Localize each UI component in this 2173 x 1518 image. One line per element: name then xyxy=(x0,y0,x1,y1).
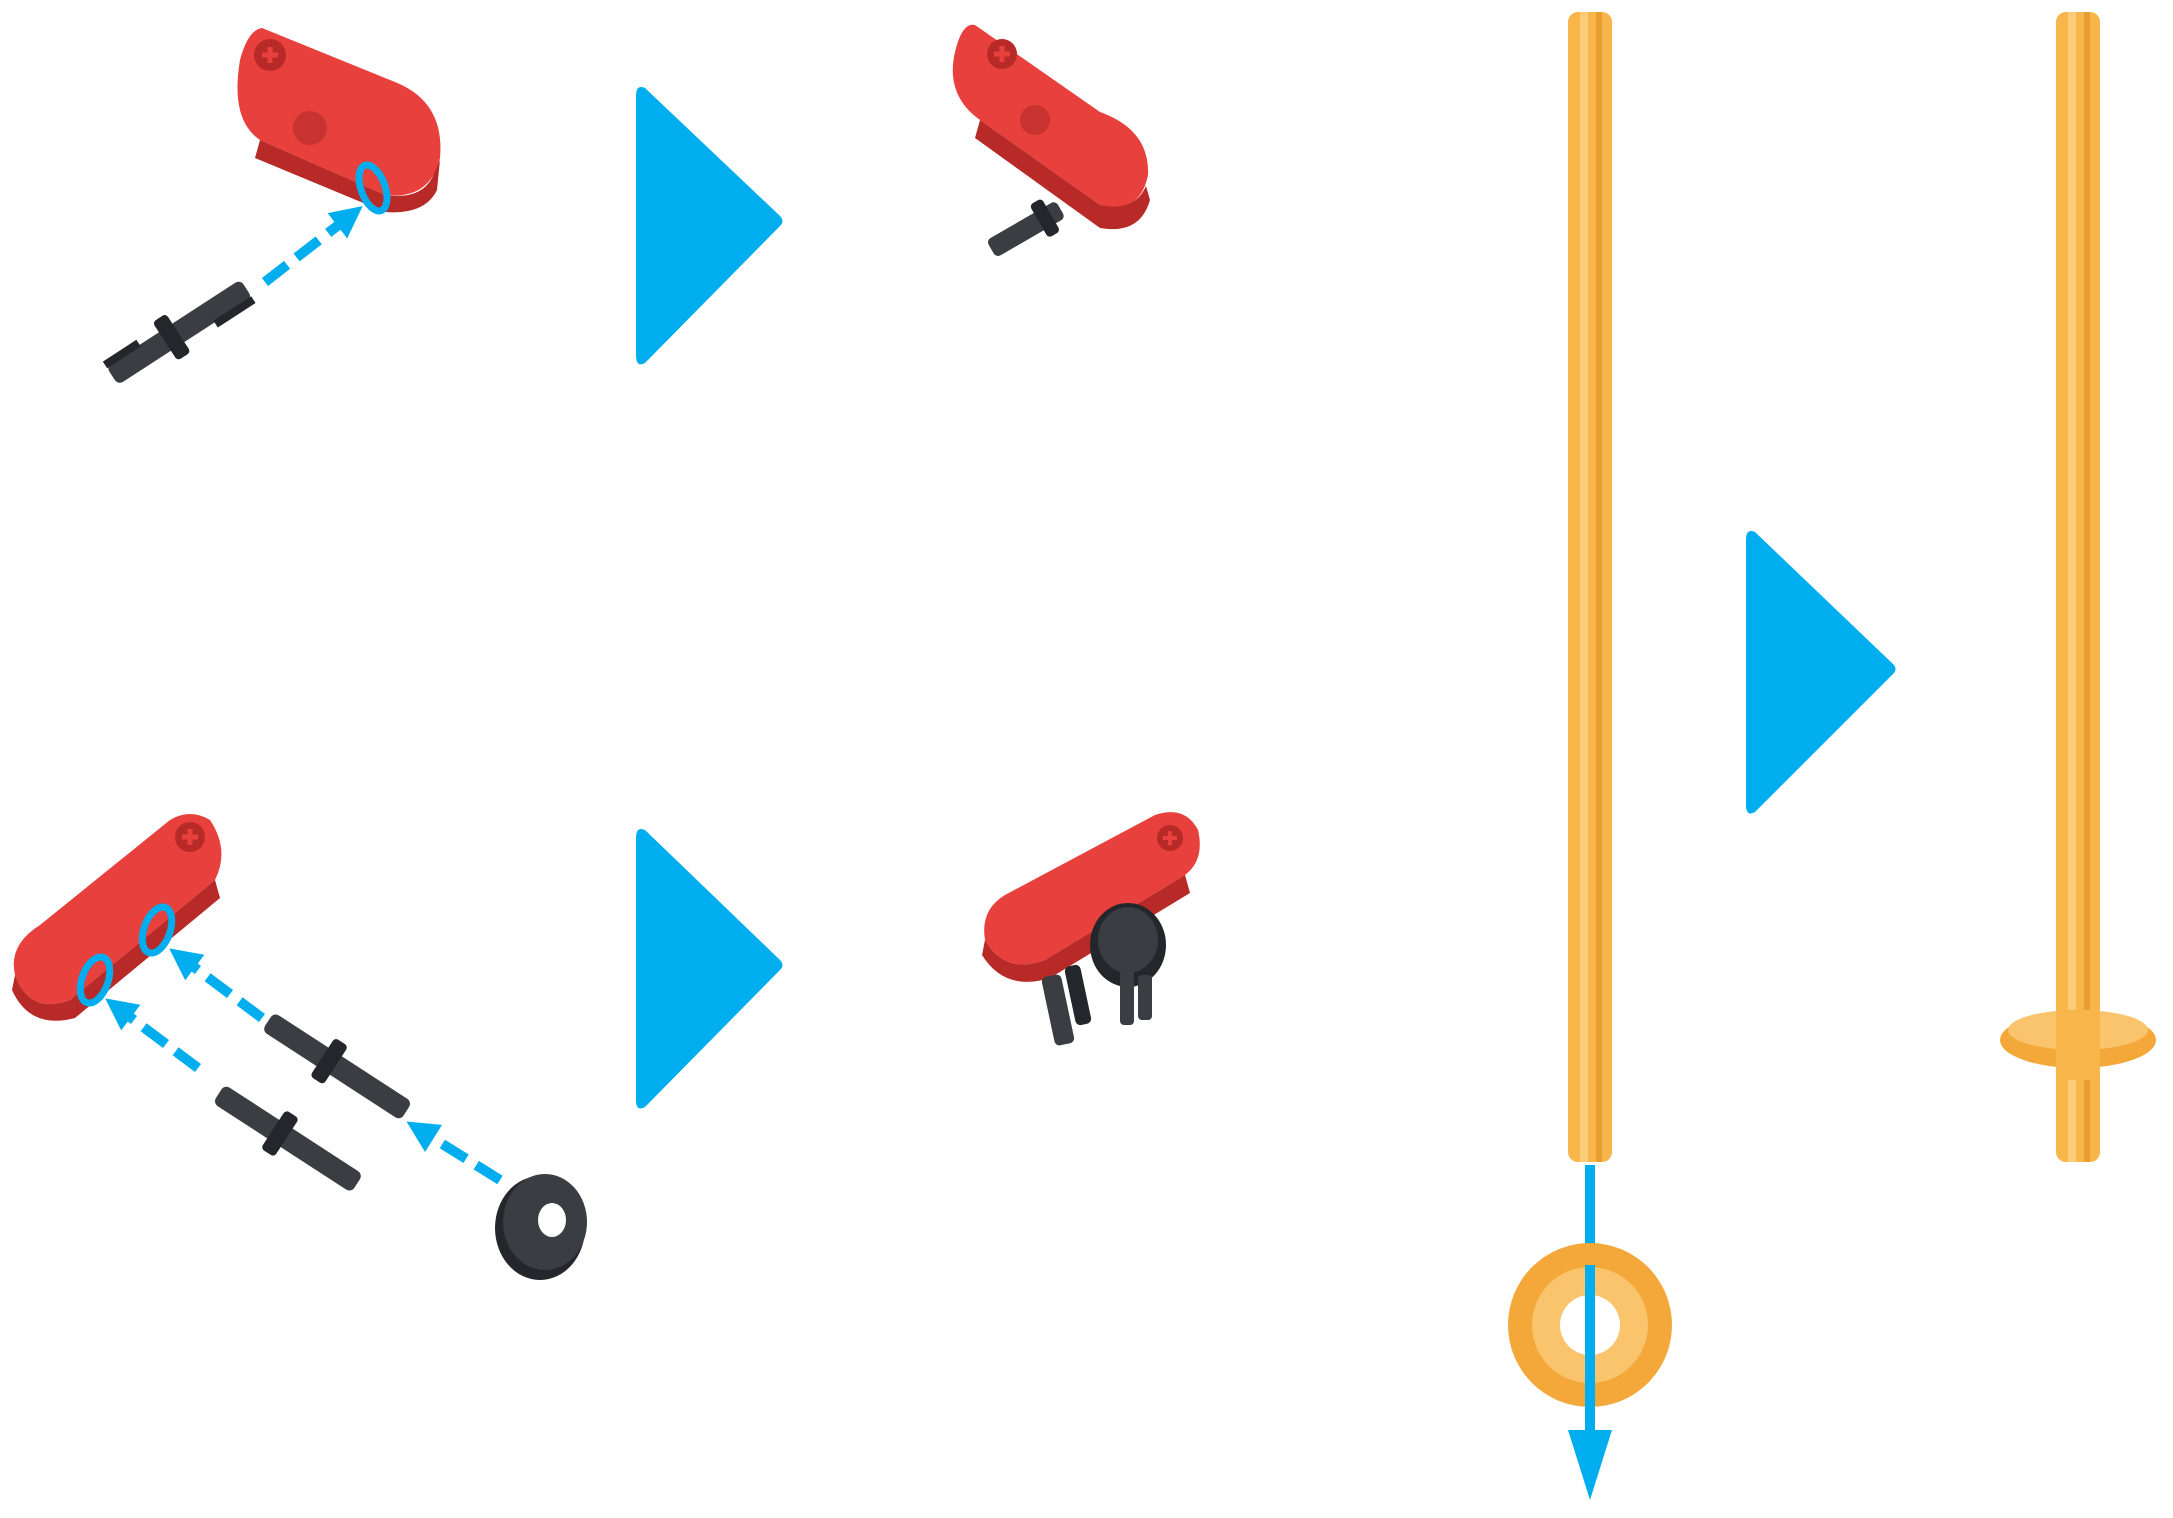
step-2 xyxy=(12,812,1200,1280)
orange-gear xyxy=(1508,1243,1672,1440)
red-beam-with-pin xyxy=(953,25,1150,266)
black-pin xyxy=(100,269,259,395)
next-step-arrow xyxy=(1746,531,1896,813)
next-step-arrow xyxy=(636,829,783,1108)
red-beam-with-pins-and-washer xyxy=(982,812,1200,1046)
step-3 xyxy=(1508,12,2156,1500)
yellow-shaft-with-gear xyxy=(2000,12,2156,1162)
insert-arrow xyxy=(118,1008,198,1068)
step-1 xyxy=(100,25,1150,395)
slide-arrow-head xyxy=(1568,1430,1612,1500)
insert-arrow xyxy=(265,216,350,282)
black-washer xyxy=(495,1174,587,1280)
yellow-shaft xyxy=(1568,12,1612,1162)
black-pin xyxy=(255,1002,418,1130)
red-beam xyxy=(12,814,221,1021)
insert-arrow xyxy=(420,1130,500,1180)
next-step-arrow xyxy=(636,87,783,364)
black-pin xyxy=(206,1074,369,1202)
insert-arrow xyxy=(182,958,262,1018)
red-beam xyxy=(238,28,441,215)
